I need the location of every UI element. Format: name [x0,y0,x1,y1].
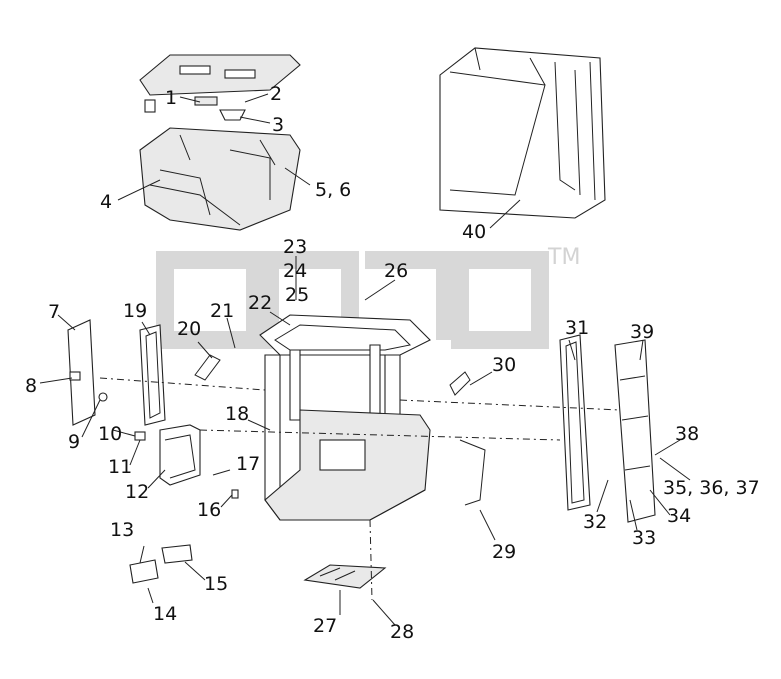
callout-13: 13 [110,519,134,541]
callout-16: 16 [197,499,221,521]
left-door [67,319,221,441]
callout-31: 31 [565,317,589,339]
callout-28: 28 [390,621,414,643]
inner-cab-frame [139,127,301,231]
callout-12: 12 [125,481,149,503]
main-cab-frame [259,314,431,521]
callout-2: 2 [270,83,282,105]
callout-18: 18 [225,403,249,425]
callout-3: 3 [272,114,284,136]
callout-14: 14 [153,603,177,625]
callout-40: 40 [462,221,486,243]
callout-labels: 1 2 3 4 5, 6 7 8 9 10 11 12 13 14 15 16 … [25,83,760,643]
callout-7: 7 [48,301,60,323]
callout-21: 21 [210,300,234,322]
callout-26: 26 [384,260,408,282]
callout-29: 29 [492,541,516,563]
callout-5-6: 5, 6 [315,179,351,201]
callout-1: 1 [165,87,177,109]
callout-24: 24 [283,260,307,282]
callout-27: 27 [313,615,337,637]
bracket-plates [129,544,193,584]
callout-38: 38 [675,423,699,445]
callout-32: 32 [583,511,607,533]
watermark-logo [156,251,549,349]
callout-22: 22 [248,292,272,314]
callout-15: 15 [204,573,228,595]
callout-30: 30 [492,354,516,376]
callout-17: 17 [236,453,260,475]
storage-box [159,424,239,499]
callout-35-36-37: 35, 36, 37 [663,477,760,499]
floor-plate [303,564,387,589]
callout-10: 10 [98,423,122,445]
roof-panel [139,54,301,121]
callout-39: 39 [630,321,654,343]
right-door [449,334,656,523]
callout-11: 11 [108,456,132,478]
callout-33: 33 [632,527,656,549]
alignment-lines [99,377,621,601]
callout-9: 9 [68,431,80,453]
callout-4: 4 [100,191,112,213]
callout-19: 19 [123,300,147,322]
callout-25: 25 [285,284,309,306]
callout-34: 34 [667,505,691,527]
callout-23: 23 [283,236,307,258]
rear-cab-panel [439,47,606,219]
watermark-tm: TM [547,245,580,270]
callout-20: 20 [177,318,201,340]
callout-8: 8 [25,375,37,397]
leader-lines [39,93,691,626]
